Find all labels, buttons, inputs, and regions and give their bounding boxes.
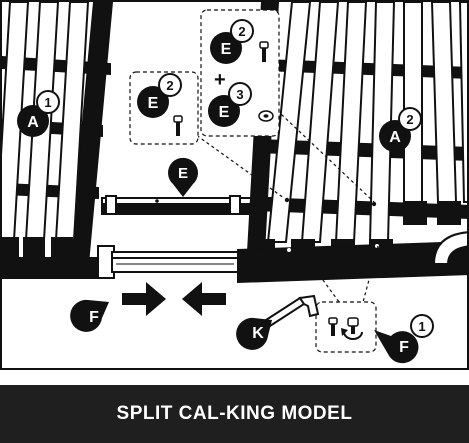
- svg-text:3: 3: [236, 87, 243, 102]
- svg-text:1: 1: [418, 319, 425, 334]
- hardware-detail-box-bottom: [315, 301, 377, 353]
- callout-f-knob: F 1: [374, 314, 434, 364]
- svg-text:K: K: [252, 325, 264, 342]
- rotate-knob-icon: [341, 317, 363, 340]
- arrow-right-icon: [122, 282, 166, 316]
- bolt-icon: [259, 41, 269, 62]
- svg-text:E: E: [219, 104, 230, 121]
- callout-e-rail: E: [168, 157, 199, 197]
- svg-text:F: F: [399, 339, 409, 356]
- callout-e-screw-top: E 2: [210, 19, 254, 64]
- svg-text:F: F: [89, 309, 99, 326]
- bolt-icon: [328, 317, 338, 336]
- leader-lines: [191, 97, 379, 307]
- callout-k-wrench: K: [236, 317, 272, 350]
- caption-bar: SPLIT CAL-KING MODEL: [0, 385, 469, 443]
- right-slat: [458, 2, 467, 203]
- assembly-diagram: + A 1 A 2 E 2 E 3 E 2 E: [0, 0, 469, 370]
- right-slat: [430, 2, 458, 203]
- washer-icon: [258, 110, 274, 122]
- center-rail-end-left: [105, 195, 117, 215]
- leader-endpoint: [371, 201, 377, 207]
- svg-text:2: 2: [166, 78, 173, 93]
- left-slat-cap: [2, 237, 19, 261]
- right-curved-rail: [432, 231, 467, 265]
- bolt-icon: [173, 115, 183, 136]
- svg-text:A: A: [389, 129, 401, 146]
- left-slat: [54, 2, 90, 241]
- center-rail-body: [101, 203, 270, 215]
- right-slat: [403, 2, 423, 203]
- right-slat: [300, 2, 340, 243]
- rail-hole: [287, 248, 291, 252]
- svg-text:2: 2: [238, 24, 245, 39]
- left-base-rail: [2, 257, 114, 279]
- right-slat-cap: [403, 201, 427, 225]
- left-base-block: [97, 245, 115, 279]
- center-rail-end-right: [229, 195, 241, 215]
- svg-text:E: E: [221, 41, 232, 58]
- right-base-rail: [237, 241, 467, 284]
- right-slat-cap: [437, 201, 461, 225]
- callout-a-right: A 2: [379, 107, 422, 152]
- leader-endpoint: [284, 197, 290, 203]
- model-caption: SPLIT CAL-KING MODEL: [116, 403, 353, 424]
- arrow-left-icon: [182, 282, 226, 316]
- svg-text:A: A: [27, 114, 39, 131]
- callout-e-screw-left: E 2: [137, 73, 182, 118]
- left-slat-cap: [23, 237, 45, 261]
- hex-key-icon: [264, 294, 320, 328]
- left-slat-cap: [51, 237, 73, 261]
- rail-f-body: [111, 257, 239, 273]
- diagram-canvas: + A 1 A 2 E 2 E 3 E 2 E: [2, 2, 467, 364]
- right-slat: [266, 2, 312, 243]
- svg-text:2: 2: [406, 112, 413, 127]
- svg-text:1: 1: [44, 95, 51, 110]
- callout-a-left: A 1: [17, 90, 60, 137]
- plus-symbol: +: [214, 69, 226, 91]
- rail-hole: [375, 244, 379, 248]
- left-bed-frame: [2, 2, 115, 279]
- callout-e-washer: E 3: [208, 82, 252, 127]
- svg-text:E: E: [148, 95, 159, 112]
- push-together-arrows: [122, 282, 226, 316]
- center-rail-e: [101, 195, 274, 215]
- callout-f-rail: F: [70, 299, 109, 332]
- svg-text:E: E: [178, 165, 188, 182]
- rail-hole: [155, 199, 159, 203]
- rail-f: [111, 251, 239, 273]
